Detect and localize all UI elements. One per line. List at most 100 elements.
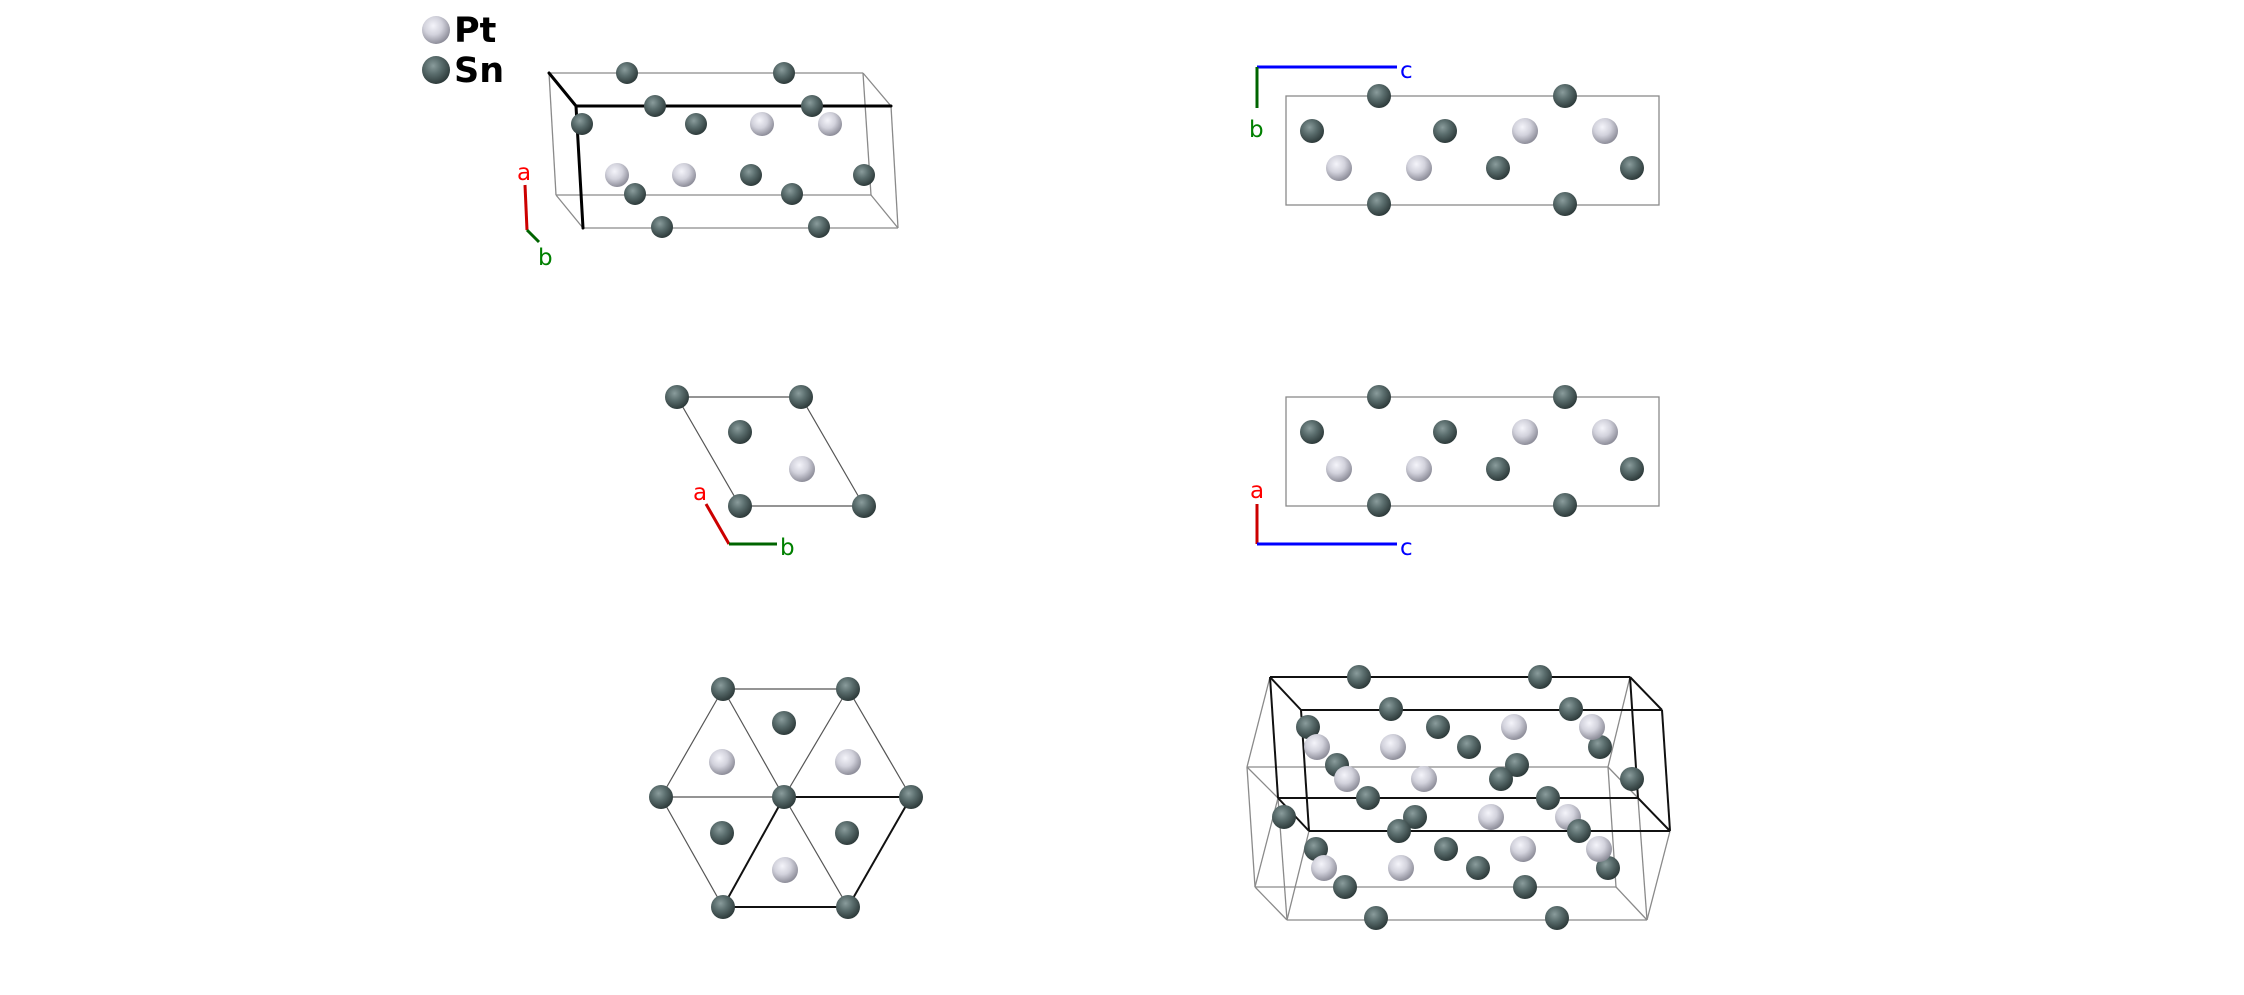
atom-sn	[1457, 735, 1481, 759]
atom-sn	[772, 785, 796, 809]
atom-sn	[685, 113, 707, 135]
atom-pt	[1512, 118, 1538, 144]
atom-pt	[1334, 766, 1360, 792]
atom-sn	[1489, 767, 1513, 791]
atom-pt	[1380, 734, 1406, 760]
atom-sn	[644, 95, 666, 117]
atom-pt	[1388, 855, 1414, 881]
axis-b-label: b	[1249, 117, 1264, 143]
axis-indicator: a b	[517, 160, 553, 271]
atom-pt	[672, 163, 696, 187]
unit-cell-outline	[1285, 95, 1660, 206]
atom-sn	[1505, 753, 1529, 777]
atom-sn	[1433, 119, 1457, 143]
panel-view-along-c: a b	[665, 385, 876, 561]
atom-sn	[773, 62, 795, 84]
axis-indicator: a c	[1250, 478, 1413, 561]
atom-sn	[801, 95, 823, 117]
atom-sn	[1567, 819, 1591, 843]
atom-sn	[1426, 715, 1450, 739]
atom-sn	[1553, 493, 1577, 517]
panel-view-along-a: c b	[1249, 58, 1660, 216]
atoms	[1300, 385, 1644, 517]
atom-pt	[709, 749, 735, 775]
atom-pt	[772, 857, 798, 883]
atom-sn	[808, 216, 830, 238]
atom-sn	[1300, 420, 1324, 444]
atom-sn	[1620, 156, 1644, 180]
atom-sn	[1367, 192, 1391, 216]
axis-indicator: c b	[1249, 58, 1413, 143]
atom-sn	[1536, 786, 1560, 810]
atom-sn	[1347, 665, 1371, 689]
atom-sn	[651, 216, 673, 238]
atom-pt	[818, 112, 842, 136]
axis-a-line	[523, 184, 529, 231]
atom-sn	[835, 821, 859, 845]
atom-sn	[728, 420, 752, 444]
atoms	[649, 677, 923, 919]
atom-sn	[728, 494, 752, 518]
atom-sn	[1379, 697, 1403, 721]
atom-sn	[789, 385, 813, 409]
atom-sn	[571, 113, 593, 135]
atom-sn	[1596, 856, 1620, 880]
atom-pt	[1586, 836, 1612, 862]
atom-sn	[711, 677, 735, 701]
atom-sn	[1513, 875, 1537, 899]
atoms	[1272, 665, 1644, 930]
atom-pt	[750, 112, 774, 136]
atom-sn	[772, 711, 796, 735]
atom-pt	[1406, 155, 1432, 181]
atom-pt	[1512, 419, 1538, 445]
atom-pt	[1311, 855, 1337, 881]
atom-sn	[740, 164, 762, 186]
atom-sn	[649, 785, 673, 809]
atom-pt	[1579, 714, 1605, 740]
atom-sn	[1433, 420, 1457, 444]
unit-cell-edges	[547, 71, 899, 230]
atom-pt	[1501, 714, 1527, 740]
atom-pt	[605, 163, 629, 187]
atom-sn	[1367, 493, 1391, 517]
cell-edges	[660, 688, 912, 908]
atoms	[1300, 84, 1644, 216]
panel-perspective-supercell	[1246, 665, 1671, 930]
cell-edges	[1246, 676, 1671, 921]
atom-sn	[1545, 906, 1569, 930]
atom-sn	[1356, 786, 1380, 810]
atom-pt	[1326, 456, 1352, 482]
legend-sn-sphere-icon	[422, 56, 450, 84]
axis-b-line	[525, 228, 541, 244]
atom-sn	[1296, 715, 1320, 739]
atoms	[665, 385, 876, 518]
legend-pt-sphere-icon	[422, 16, 450, 44]
atom-sn	[1387, 819, 1411, 843]
atom-sn	[1304, 837, 1328, 861]
atom-sn	[624, 183, 646, 205]
atom-sn	[1588, 735, 1612, 759]
atom-sn	[852, 494, 876, 518]
atom-sn	[1434, 837, 1458, 861]
atom-sn	[1403, 805, 1427, 829]
atom-sn	[1486, 457, 1510, 481]
atom-sn	[899, 785, 923, 809]
axis-b-label: b	[538, 245, 553, 271]
atom-pt	[789, 456, 815, 482]
panel-perspective-view: a b	[517, 62, 899, 271]
atom-sn	[1466, 856, 1490, 880]
atom-sn	[1364, 906, 1388, 930]
atom-sn	[853, 164, 875, 186]
panel-view-along-b: a c	[1250, 385, 1660, 561]
unit-cell-outline	[1285, 396, 1660, 507]
axis-a-line	[704, 503, 731, 545]
atom-pt	[1304, 734, 1330, 760]
atom-sn	[836, 895, 860, 919]
atom-sn	[1620, 767, 1644, 791]
atom-sn	[1559, 697, 1583, 721]
panel-view-along-c-supercell	[649, 677, 923, 919]
atom-pt	[1478, 804, 1504, 830]
atom-pt	[835, 749, 861, 775]
atom-pt	[1510, 836, 1536, 862]
